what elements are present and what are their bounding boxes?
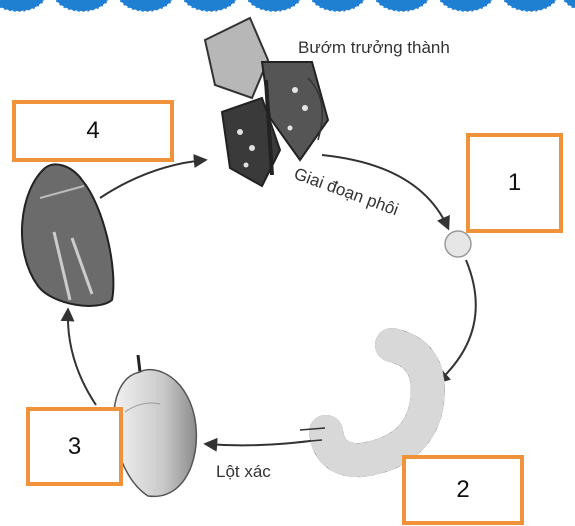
arrow-chrysalis-to-adult (100, 160, 205, 198)
label-box-4: 4 (12, 100, 174, 162)
arrow-larva-to-pupa (206, 440, 318, 445)
label-box-2: 2 (402, 455, 524, 525)
egg-illustration (445, 231, 471, 257)
caption-molt: Lột xác (216, 462, 271, 482)
box-number: 2 (456, 476, 469, 504)
pupa-illustration (114, 355, 197, 496)
label-box-3: 3 (26, 407, 123, 486)
arrow-pupa-to-chrysalis (68, 310, 96, 405)
caterpillar-illustration (298, 345, 428, 460)
caption-adult: Bướm trưởng thành (298, 38, 450, 58)
box-number: 1 (508, 169, 521, 197)
label-box-1: 1 (466, 133, 563, 233)
arrow-egg-to-larva (438, 260, 476, 382)
box-number: 3 (68, 433, 81, 461)
chrysalis-illustration (22, 164, 113, 306)
box-number: 4 (86, 117, 99, 145)
